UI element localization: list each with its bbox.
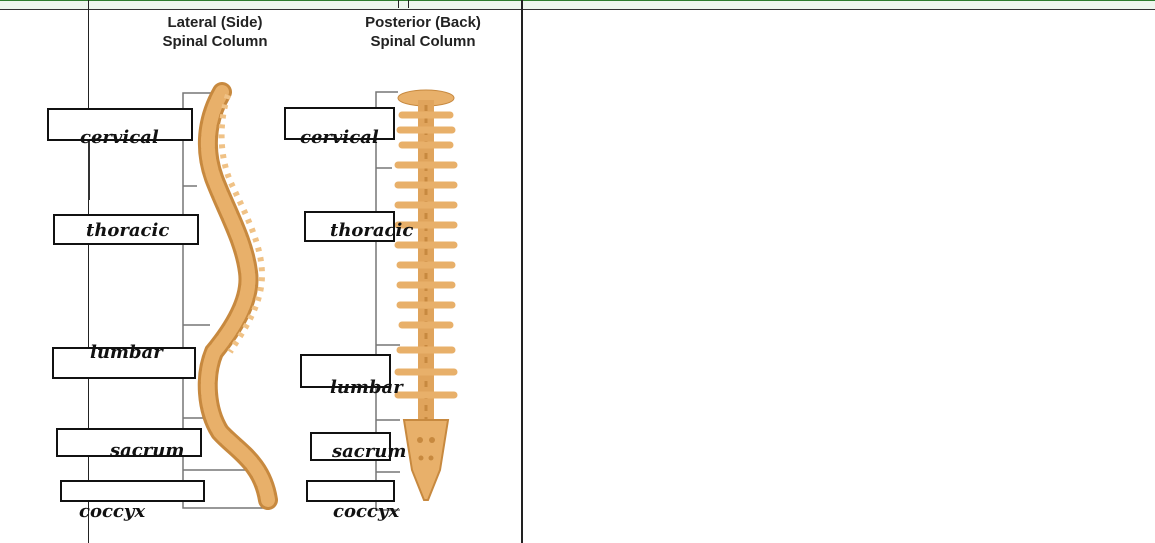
- posterior-lumbar-label: lumbar: [330, 377, 403, 398]
- posterior-cervical-label: cervical: [300, 127, 379, 148]
- lateral-sacrum-label: sacrum: [110, 440, 184, 461]
- lateral-cervical-label: cervical: [80, 127, 159, 148]
- lateral-lumbar-label: lumbar: [90, 342, 163, 363]
- lateral-spine-image: [208, 92, 268, 500]
- posterior-coccyx-box[interactable]: [306, 480, 395, 502]
- posterior-spine-image: [398, 90, 454, 500]
- posterior-coccyx-label: coccyx: [333, 501, 399, 522]
- lateral-coccyx-label: coccyx: [79, 501, 145, 522]
- posterior-sacrum-label: sacrum: [332, 441, 406, 462]
- lateral-coccyx-box[interactable]: [60, 480, 205, 502]
- posterior-thoracic-label: thoracic: [330, 220, 413, 241]
- lateral-thoracic-label: thoracic: [86, 220, 169, 241]
